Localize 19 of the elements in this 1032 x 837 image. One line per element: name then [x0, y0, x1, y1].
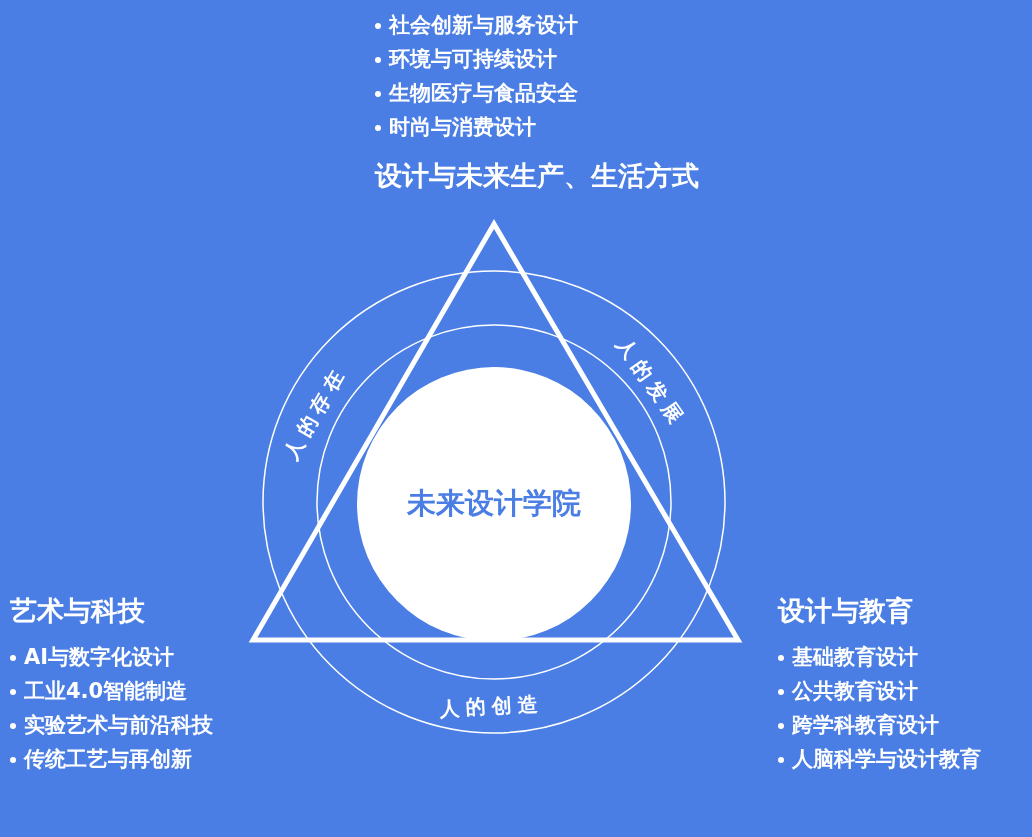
list-item: 跨学科教育设计	[792, 712, 939, 739]
list-item: 公共教育设计	[792, 678, 918, 705]
list-item: 社会创新与服务设计	[389, 12, 578, 39]
category-heading: 设计与未来生产、生活方式	[375, 159, 699, 193]
list-item: 实验艺术与前沿科技	[24, 712, 213, 739]
ring-label: 人的存在	[277, 359, 353, 465]
ring-label: 人的发展	[611, 332, 693, 435]
category-heading: 设计与教育	[778, 594, 914, 628]
category-heading: 艺术与科技	[10, 594, 146, 628]
list-item: AI与数字化设计	[24, 644, 175, 671]
list-item: 传统工艺与再创新	[24, 746, 192, 773]
list-item: 工业4.0智能制造	[24, 678, 188, 705]
list-item: 生物医疗与食品安全	[389, 80, 578, 107]
center-title: 未来设计学院	[407, 485, 581, 523]
list-item: 环境与可持续设计	[389, 46, 557, 73]
list-item: 人脑科学与设计教育	[792, 746, 981, 773]
list-item: 基础教育设计	[792, 644, 918, 671]
list-item: 时尚与消费设计	[389, 114, 536, 141]
ring-label: 人的创造	[439, 690, 545, 723]
